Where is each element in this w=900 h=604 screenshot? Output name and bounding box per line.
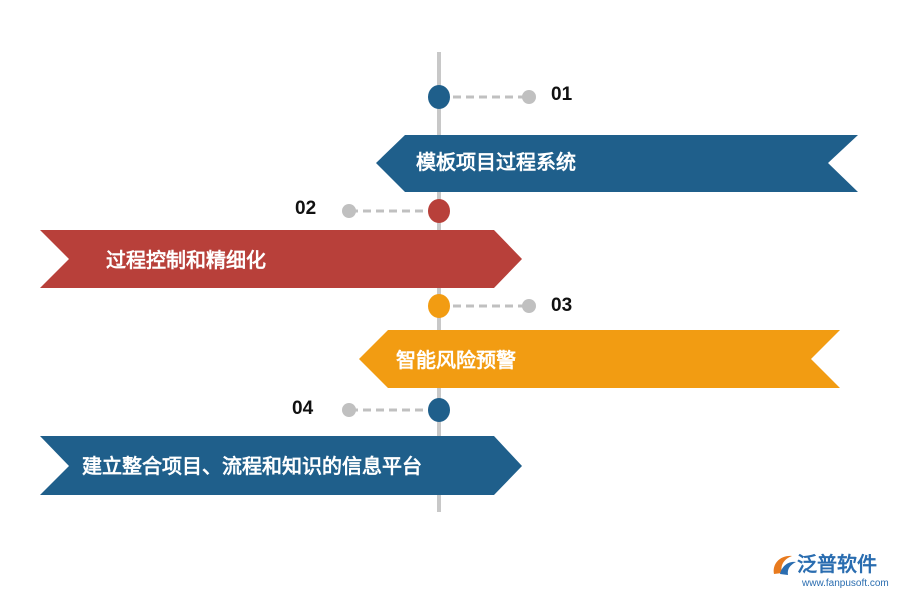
step-3-number: 03 [551, 295, 573, 316]
step-1-end-dot [522, 90, 536, 104]
step-2-number: 02 [295, 198, 317, 219]
step-1 [376, 85, 858, 192]
brand-url: www.fanpusoft.com [802, 578, 889, 589]
step-2-label: 过程控制和精细化 [106, 248, 266, 272]
step-3-node [428, 294, 450, 318]
step-3-end-dot [522, 299, 536, 313]
step-1-node [428, 85, 450, 109]
step-1-banner [376, 135, 858, 192]
step-3-label: 智能风险预警 [396, 348, 516, 372]
step-2-node [428, 199, 450, 223]
step-1-number: 01 [551, 84, 573, 105]
brand-name: 泛普软件 [797, 552, 877, 576]
step-2-banner [40, 230, 522, 288]
step-3 [359, 294, 840, 388]
brand-mark-icon [773, 555, 796, 575]
step-4-number: 04 [292, 398, 314, 419]
brand-logo: 泛普软件 www.fanpusoft.com [770, 552, 895, 598]
step-2-end-dot [342, 204, 356, 218]
step-2 [40, 199, 522, 288]
step-1-label: 模板项目过程系统 [416, 150, 576, 174]
step-4-label: 建立整合项目、流程和知识的信息平台 [82, 454, 422, 478]
step-3-banner [359, 330, 840, 388]
step-4-banner [40, 436, 522, 495]
step-4-end-dot [342, 403, 356, 417]
step-4 [40, 398, 522, 495]
step-4-node [428, 398, 450, 422]
